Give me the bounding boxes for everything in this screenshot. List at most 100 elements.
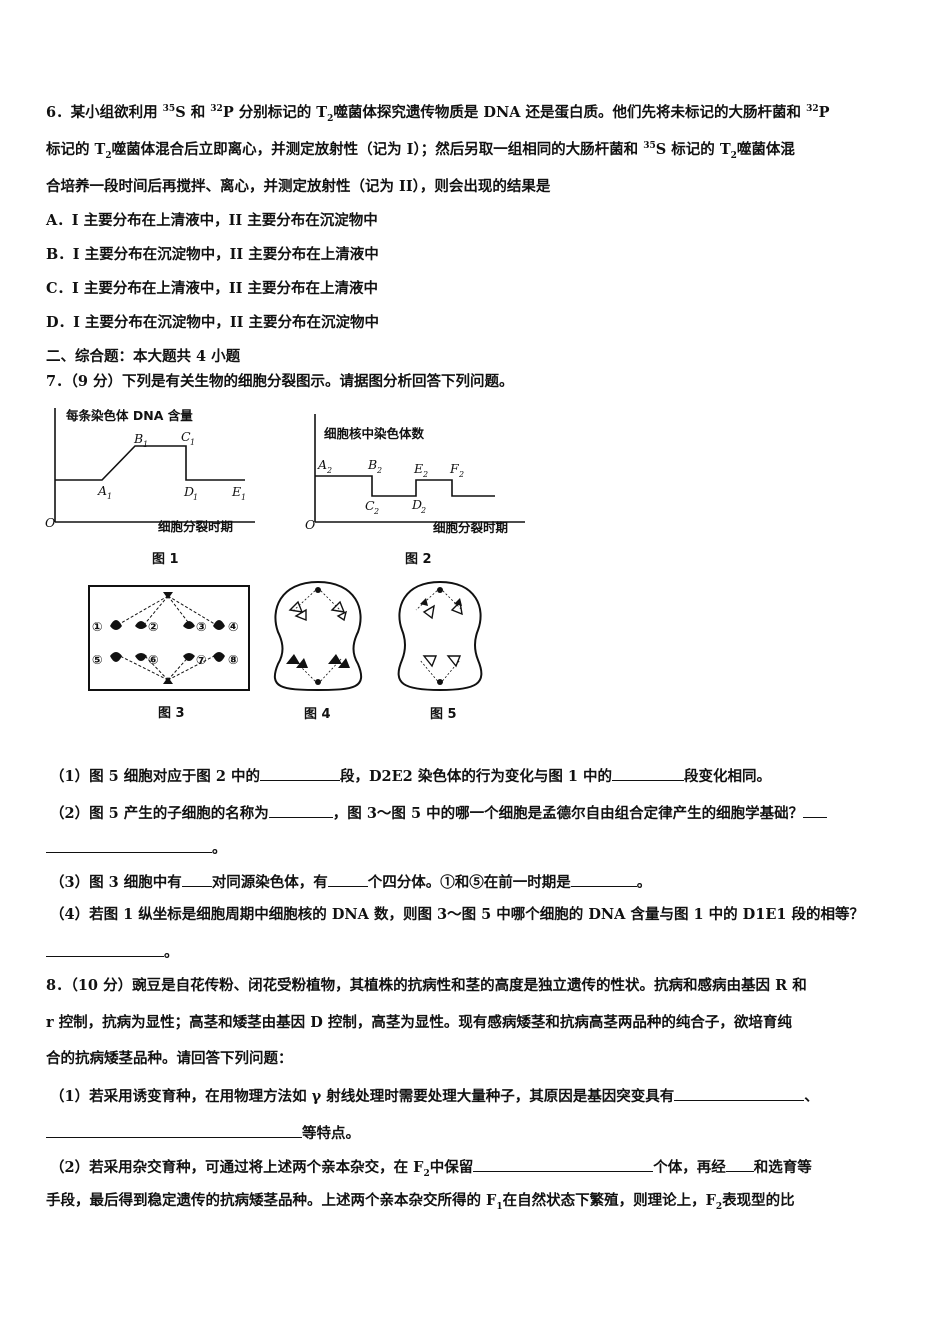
fig5-caption: 图 5 bbox=[430, 707, 457, 722]
q7-sub-2-text: （2）图 5 产生的子细胞的名称为 bbox=[50, 805, 269, 822]
sub-2: 2 bbox=[730, 150, 737, 161]
figure-1: 每条染色体 DNA 含量 O 细胞分裂时期 A 1 B 1 C 1 D 1 E … bbox=[40, 400, 270, 570]
fig1-label-e1-sub: 1 bbox=[241, 493, 246, 502]
fig4-centriole-bottom bbox=[315, 679, 321, 685]
q8-sub-1-text: 、 bbox=[804, 1088, 819, 1105]
q6-text: 噬菌体混合后立即离心，并测定放射性（记为 I）；然后另取一组相同的大肠杆菌和 bbox=[111, 141, 639, 158]
q6-text: 噬菌体混 bbox=[736, 141, 795, 158]
q6-number: 6． bbox=[46, 104, 71, 121]
answer-blank[interactable] bbox=[473, 1155, 654, 1172]
q6-line-3: 合培养一段时间后再搅拌、离心，并测定放射性（记为 II），则会出现的结果是 bbox=[46, 178, 551, 195]
fig4-lower-chromosomes bbox=[286, 654, 350, 668]
answer-blank[interactable] bbox=[181, 870, 212, 887]
fig1-label-d1: D bbox=[183, 484, 194, 499]
fig1-label-c1: C bbox=[181, 429, 191, 444]
answer-blank[interactable] bbox=[803, 801, 828, 818]
fig1-label-b1: B bbox=[133, 431, 143, 446]
sub-1: 1 bbox=[496, 1201, 503, 1212]
fig5-centriole-bottom bbox=[437, 679, 443, 685]
q7-sub-4: （4）若图 1 纵坐标是细胞周期中细胞核的 DNA 数，则图 3～图 5 中哪个… bbox=[50, 906, 865, 923]
fig5-spindle bbox=[415, 587, 463, 685]
q6-text: 某小组欲利用 bbox=[70, 104, 158, 121]
fig1-label-c1-sub: 1 bbox=[190, 438, 195, 447]
q8-sub-1-text: 等特点。 bbox=[302, 1125, 360, 1142]
fig2-label-f2-sub: 2 bbox=[458, 470, 464, 479]
fig2-label-e2-sub: 2 bbox=[422, 470, 428, 479]
answer-blank[interactable] bbox=[259, 764, 340, 781]
fig3-num-7: ⑦ bbox=[196, 652, 207, 667]
fig5-centriole-top bbox=[437, 587, 443, 593]
q8-text: 手段，最后得到稳定遗传的抗病矮茎品种。上述两个亲本杂交所得的 F bbox=[46, 1192, 497, 1209]
fig3-spindle bbox=[115, 595, 219, 681]
q8-sub-1: （1）若采用诱变育种，在用物理方法如 γ 射线处理时需要处理大量种子，其原因是基… bbox=[50, 1084, 906, 1107]
q8-sub-2-text: 中保留 bbox=[429, 1159, 474, 1176]
fig3-num-8: ⑧ bbox=[228, 652, 239, 667]
answer-blank[interactable] bbox=[46, 836, 212, 853]
q8-sub-2-text: （2）若采用杂交育种，可通过将上述两个亲本杂交，在 F bbox=[50, 1159, 424, 1176]
fig3-caption: 图 3 bbox=[158, 706, 185, 721]
q7-sub-4-text: 。 bbox=[164, 944, 179, 961]
q8-text: 在自然状态下繁殖，则理论上，F bbox=[502, 1192, 716, 1209]
q6-text: S 和 bbox=[175, 104, 206, 121]
answer-blank[interactable] bbox=[612, 764, 685, 781]
q8-sub-2-text: 个体，再经 bbox=[653, 1159, 726, 1176]
fig2-xlabel: 细胞分裂时期 bbox=[433, 520, 508, 535]
answer-blank[interactable] bbox=[46, 1121, 302, 1138]
fig1-label-a1-sub: 1 bbox=[107, 492, 112, 501]
q8-sub-2-text: 和选育等 bbox=[753, 1159, 812, 1176]
q6-option-d: D．I 主要分布在沉淀物中，II 主要分布在沉淀物中 bbox=[46, 314, 380, 331]
fig3-chromosomes bbox=[110, 620, 225, 662]
q7-sub-1: （1）图 5 细胞对应于图 2 中的段，D2E2 染色体的行为变化与图 1 中的… bbox=[50, 764, 906, 787]
q6-text: P 分别标记的 T bbox=[222, 104, 328, 121]
q7-sub-3: （3）图 3 细胞中有对同源染色体，有个四分体。①和⑤在前一时期是。 bbox=[50, 870, 906, 893]
q6-text: 标记的 T bbox=[46, 141, 106, 158]
fig1-label-e1: E bbox=[231, 484, 241, 499]
q8-line-3: 合的抗病矮茎品种。请回答下列问题： bbox=[46, 1050, 293, 1067]
fig1-label-a1: A bbox=[97, 483, 107, 498]
fig1-ylabel: 每条染色体 DNA 含量 bbox=[66, 408, 193, 423]
fig1-label-b1-sub: 1 bbox=[143, 440, 148, 449]
fig2-label-c2: C bbox=[365, 498, 375, 513]
fig1-origin: O bbox=[45, 515, 55, 530]
fig4-caption: 图 4 bbox=[304, 707, 331, 722]
fig3-num-4: ④ bbox=[228, 619, 239, 634]
answer-blank[interactable] bbox=[327, 870, 368, 887]
answer-blank[interactable] bbox=[268, 801, 333, 818]
q7-sub-1-text: （1）图 5 细胞对应于图 2 中的 bbox=[50, 768, 260, 785]
q8-line-4: 手段，最后得到稳定遗传的抗病矮茎品种。上述两个亲本杂交所得的 F1在自然状态下繁… bbox=[46, 1191, 906, 1211]
fig1-label-d1-sub: 1 bbox=[193, 493, 198, 502]
figure-3: ① ② ③ ④ ⑤ ⑥ ⑦ ⑧ 图 3 bbox=[88, 584, 253, 724]
figure-2: 细胞核中染色体数 O 细胞分裂时期 A 2 B 2 C 2 D 2 E 2 F … bbox=[300, 410, 540, 570]
fig4-cell-outline bbox=[273, 580, 363, 692]
fig3-num-5: ⑤ bbox=[92, 652, 103, 667]
fig2-label-e2: E bbox=[413, 461, 423, 476]
figure-5: 图 5 bbox=[390, 580, 490, 726]
answer-blank[interactable] bbox=[46, 940, 164, 957]
fig2-label-a2: A bbox=[317, 457, 327, 472]
q8-line-1: 8．（10 分）豌豆是自花传粉、闭花受粉植物，其植株的抗病性和茎的高度是独立遗传… bbox=[46, 977, 807, 994]
answer-blank[interactable] bbox=[725, 1155, 754, 1172]
fig2-curve bbox=[315, 475, 495, 497]
q6-text: P bbox=[818, 104, 830, 121]
fig2-label-f2: F bbox=[449, 461, 460, 476]
q7-sub-2-text: ，图 3～图 5 中的哪一个细胞是孟德尔自由组合定律产生的细胞学基础？ bbox=[332, 805, 804, 822]
q6-text: 噬菌体探究遗传物质是 DNA 还是蛋白质。他们先将未标记的大肠杆菌和 bbox=[333, 104, 802, 121]
q8-text: 表现型的比 bbox=[722, 1192, 795, 1209]
q8-sub-2: （2）若采用杂交育种，可通过将上述两个亲本杂交，在 F2中保留个体，再经和选育等 bbox=[50, 1155, 906, 1178]
q6-line-2: 标记的 T 2 噬菌体混合后立即离心，并测定放射性（记为 I）；然后另取一组相同的大… bbox=[46, 140, 906, 160]
fig2-label-b2: B bbox=[367, 457, 377, 472]
q7-sub-1-text: 段变化相同。 bbox=[684, 768, 772, 785]
answer-blank[interactable] bbox=[570, 870, 637, 887]
answer-blank[interactable] bbox=[674, 1084, 805, 1101]
q7-sub-2-text: 。 bbox=[212, 840, 227, 857]
sup-35: 35 bbox=[643, 141, 656, 152]
q6-option-a: A．I 主要分布在上清液中，II 主要分布在沉淀物中 bbox=[46, 212, 378, 229]
fig2-caption: 图 2 bbox=[405, 552, 432, 567]
q8-sub-1-cont: 等特点。 bbox=[46, 1121, 906, 1144]
q7-sub-2: （2）图 5 产生的子细胞的名称为 ，图 3～图 5 中的哪一个细胞是孟德尔自由组… bbox=[50, 801, 906, 824]
fig5-chromosome-fill bbox=[420, 598, 462, 606]
q8-sub-1-text: （1）若采用诱变育种，在用物理方法如 γ 射线处理时需要处理大量种子，其原因是基… bbox=[50, 1088, 675, 1105]
fig1-xlabel: 细胞分裂时期 bbox=[158, 519, 233, 534]
fig4-upper-chromosomes bbox=[288, 600, 348, 622]
q6-option-c: C．I 主要分布在上清液中，II 主要分布在上清液中 bbox=[46, 280, 378, 297]
